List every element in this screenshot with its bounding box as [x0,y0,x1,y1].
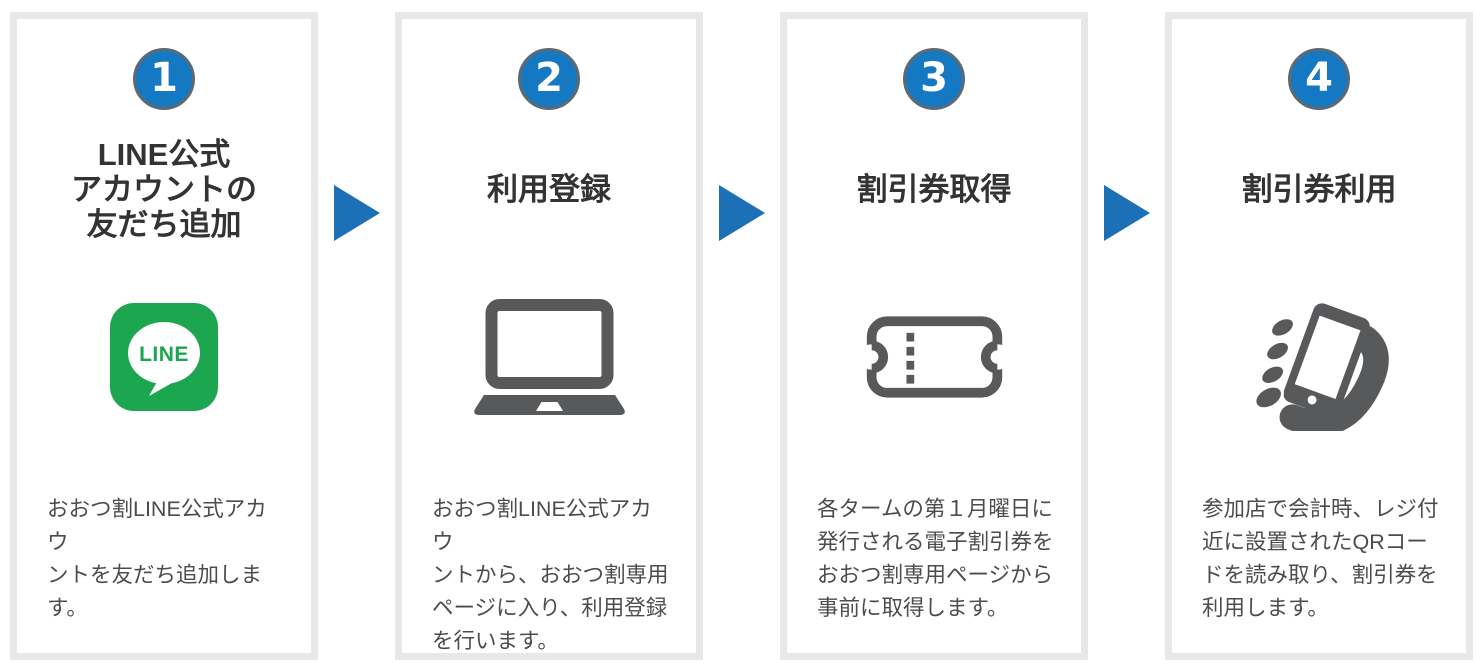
step-2-number-badge: 2 [518,48,580,110]
step-4-number-badge: 4 [1288,48,1350,110]
step-1-description: おおつ割LINE公式アカウ ントを友だち追加しま す。 [47,497,267,620]
step-1-number-badge: 1 [133,48,195,110]
arrow-right-icon [718,185,765,241]
arrow-slot-1 [318,185,395,241]
step-1-icon-area: LINE [17,257,311,457]
laptop-icon [473,299,625,415]
step-3-title: 割引券取得 [856,172,1012,207]
step-4-icon-area [1172,257,1466,457]
step-1-title: LINE公式 アカウントの 友だち追加 [71,137,257,242]
step-3-description: 各タームの第１月曜日に 発行される電子割引券を おおつ割専用ページから 事前に取… [817,497,1054,620]
step-4-card: 4 割引券利用 参加店で会計時、レジ付 近に設置されたQRコー ドを読み取り、割… [1165,12,1473,660]
step-4-description: 参加店で会計時、レジ付 近に設置されたQRコー ドを読み取り、割引券を 利用しま… [1202,497,1439,620]
arrow-right-icon [333,185,380,241]
step-2-icon-area [402,257,696,457]
arrow-right-icon [1103,185,1150,241]
step-2-card: 2 利用登録 おおつ割LINE公式アカウ ントから、おおつ割専用 ページに入り、… [395,12,703,660]
step-2-description: おおつ割LINE公式アカウ ントから、おおつ割専用 ページに入り、利用登録 を行… [432,497,669,653]
step-2-title: 利用登録 [487,172,611,207]
ticket-icon [861,316,1007,398]
step-4-title: 割引券利用 [1241,172,1397,207]
step-3-number-badge: 3 [903,48,965,110]
step-3-icon-area [787,257,1081,457]
step-3-card: 3 割引券取得 各タームの第１月曜日に 発行される電子割引券を おおつ割専用ペー… [780,12,1088,660]
line-wordmark: LINE [139,343,189,366]
step-1-card: 1 LINE公式 アカウントの 友だち追加 LINE おおつ割LINE公式アカウ… [10,12,318,660]
line-app-icon: LINE [110,303,218,411]
arrow-slot-2 [703,185,780,241]
arrow-slot-3 [1088,185,1165,241]
smartphone-hand-icon [1253,303,1389,431]
